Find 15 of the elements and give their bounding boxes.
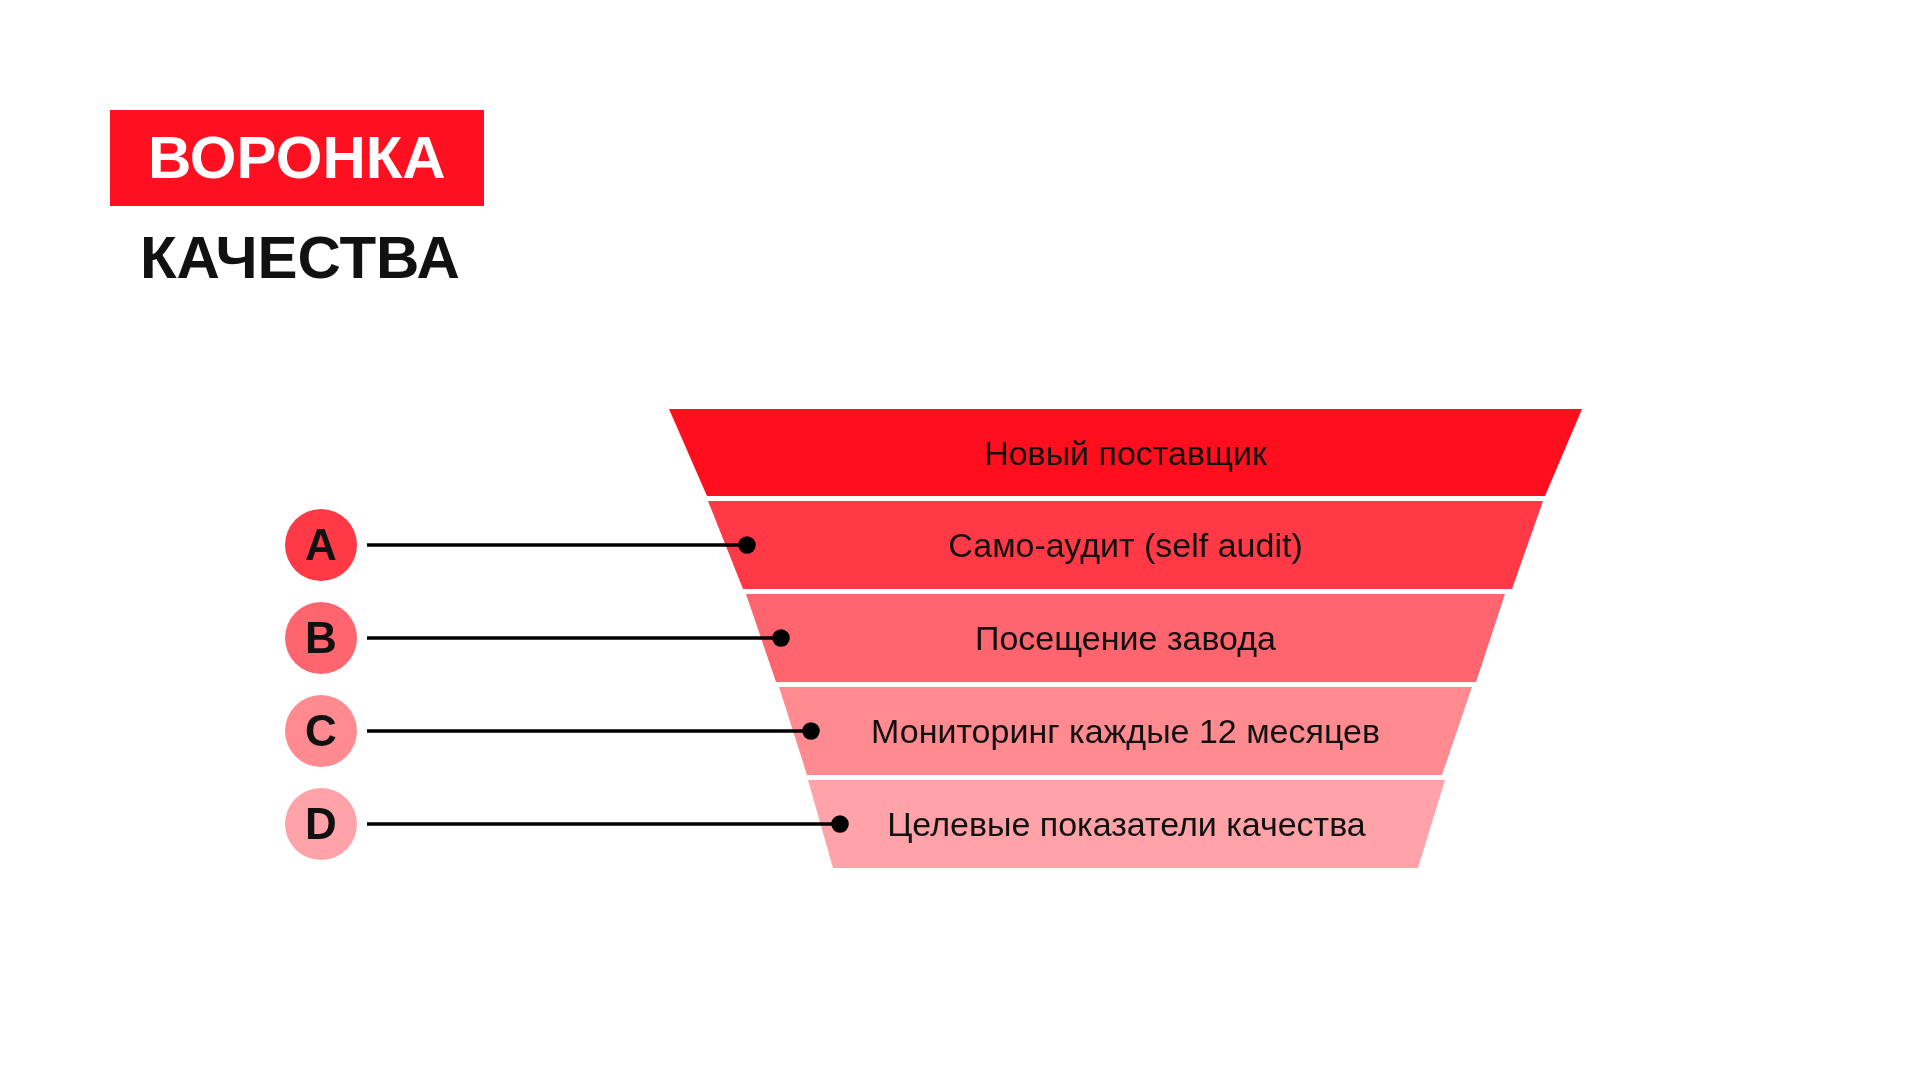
band-label: Само-аудит (self audit) — [947, 525, 1304, 565]
leader-line — [367, 536, 756, 554]
band-label: Посещение завода — [974, 618, 1277, 658]
leader-line — [367, 722, 820, 740]
title-banner: ВОРОНКА — [110, 110, 484, 206]
step-letter: C — [305, 706, 337, 756]
step-letter: A — [305, 520, 337, 570]
title-text: КАЧЕСТВА — [140, 223, 460, 293]
band-label: Целевые показатели качества — [886, 804, 1367, 844]
leader-line — [367, 629, 790, 647]
step-letter: B — [305, 613, 337, 663]
band-label: Новый поставщик — [983, 433, 1268, 472]
band-label: Мониторинг каждые 12 месяцев — [870, 711, 1381, 751]
step-letter: D — [305, 799, 337, 849]
leader-line — [367, 815, 849, 833]
